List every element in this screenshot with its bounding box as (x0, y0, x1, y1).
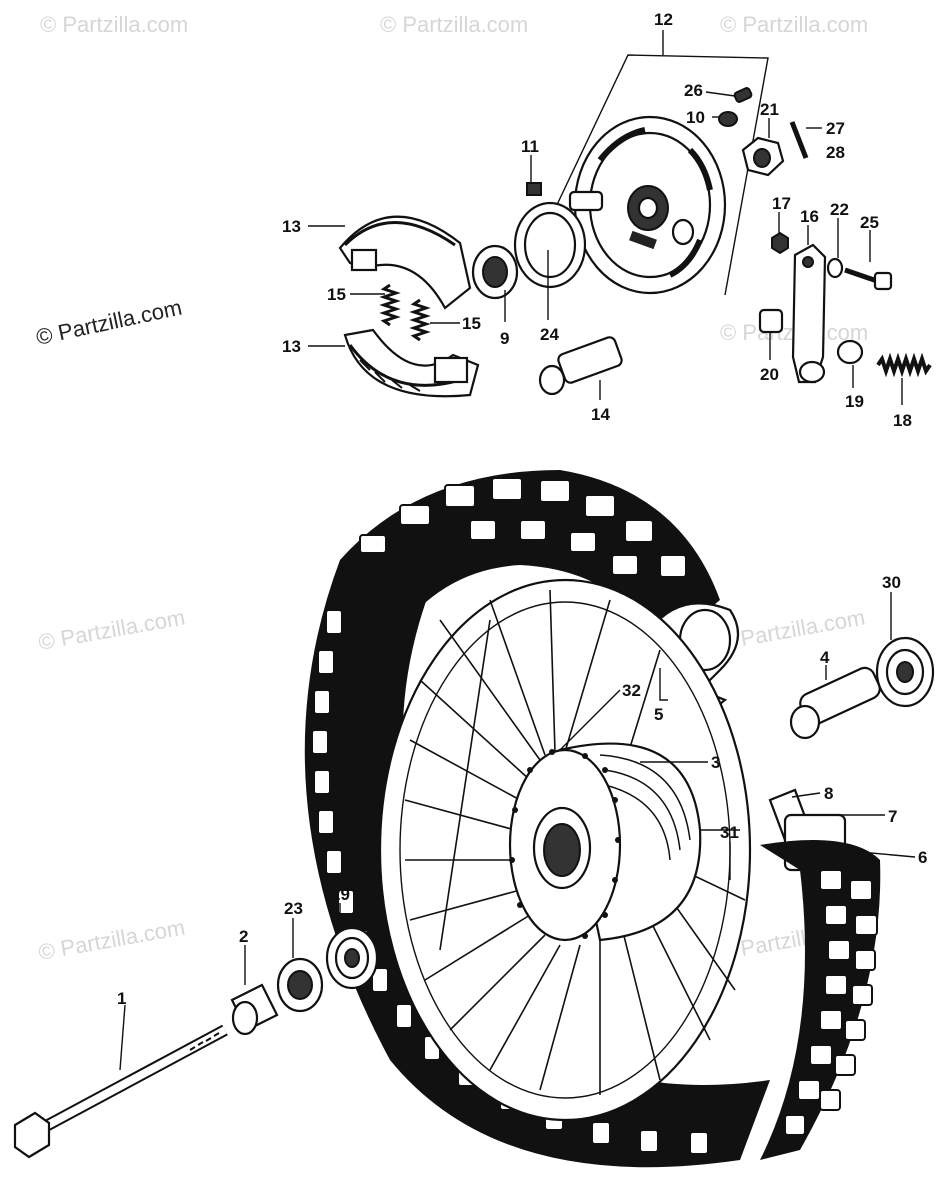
bolt-25 (844, 267, 893, 291)
watermark: © Partzilla.com (380, 12, 528, 37)
bearing-29 (325, 926, 379, 990)
label-32: 32 (622, 681, 641, 700)
spring-15-left (379, 283, 401, 327)
label-13a: 13 (282, 217, 301, 236)
watermark: © Partzilla.com (37, 915, 187, 965)
label-27: 27 (826, 119, 845, 138)
bearing-30 (875, 636, 935, 708)
label-9: 9 (500, 329, 509, 348)
pin-27 (789, 121, 809, 159)
spring-15-right (409, 298, 431, 342)
part-labels: 1 2 3 4 5 6 7 8 9 10 11 12 13 13 14 15 1… (117, 10, 927, 1008)
label-22: 22 (830, 200, 849, 219)
watermark: © Partzilla.com (34, 295, 184, 350)
spring-18 (876, 352, 932, 378)
label-25: 25 (860, 213, 879, 232)
nut-17 (771, 231, 789, 255)
label-11: 11 (521, 137, 539, 156)
brake-panel (568, 115, 727, 295)
label-28: 28 (826, 143, 845, 162)
leader-lines (119, 91, 916, 1071)
label-3: 3 (711, 753, 720, 772)
label-21: 21 (760, 100, 779, 119)
watermark: © Partzilla.com (720, 12, 868, 37)
brake-cam (538, 336, 623, 396)
seal-23 (276, 957, 324, 1013)
nut-10 (718, 111, 738, 127)
hub (508, 742, 702, 942)
label-10: 10 (686, 108, 705, 127)
seal-24 (513, 201, 587, 289)
label-31: 31 (720, 823, 739, 842)
brake-shoe-upper (338, 215, 472, 310)
brake-arm (791, 243, 827, 384)
nut-9 (471, 244, 519, 300)
label-4: 4 (820, 648, 830, 667)
label-17: 17 (772, 194, 791, 213)
label-7: 7 (888, 807, 897, 826)
label-13b: 13 (282, 337, 301, 356)
label-2: 2 (239, 927, 248, 946)
label-29: 29 (331, 885, 350, 904)
label-15b: 15 (462, 314, 481, 333)
watermark: © Partzilla.com (40, 12, 188, 37)
washer-22 (826, 257, 844, 279)
label-24: 24 (540, 325, 559, 344)
screw-26 (733, 87, 753, 103)
bolt-20 (758, 308, 784, 334)
label-6: 6 (918, 848, 927, 867)
brake-panel-bracket (544, 30, 769, 296)
nut-21 (741, 136, 785, 177)
watermark: © Partzilla.com (37, 605, 187, 655)
label-14: 14 (591, 405, 610, 424)
label-18: 18 (893, 411, 912, 430)
collar-2 (230, 983, 279, 1036)
label-5: 5 (654, 705, 663, 724)
label-8: 8 (824, 784, 833, 803)
label-30: 30 (882, 573, 901, 592)
label-12: 12 (654, 10, 673, 29)
label-20: 20 (760, 365, 779, 384)
axle (13, 1024, 228, 1159)
label-1: 1 (117, 989, 126, 1008)
label-26: 26 (684, 81, 703, 100)
label-16: 16 (800, 207, 819, 226)
label-15a: 15 (327, 285, 346, 304)
nut-11 (526, 182, 542, 196)
collar-19 (836, 339, 864, 365)
watermark: © Partzilla.com (717, 605, 867, 655)
brake-shoe-lower (343, 328, 480, 398)
label-19: 19 (845, 392, 864, 411)
rim-band-cut (760, 788, 881, 1160)
label-23: 23 (284, 899, 303, 918)
spacer-4 (789, 666, 881, 740)
